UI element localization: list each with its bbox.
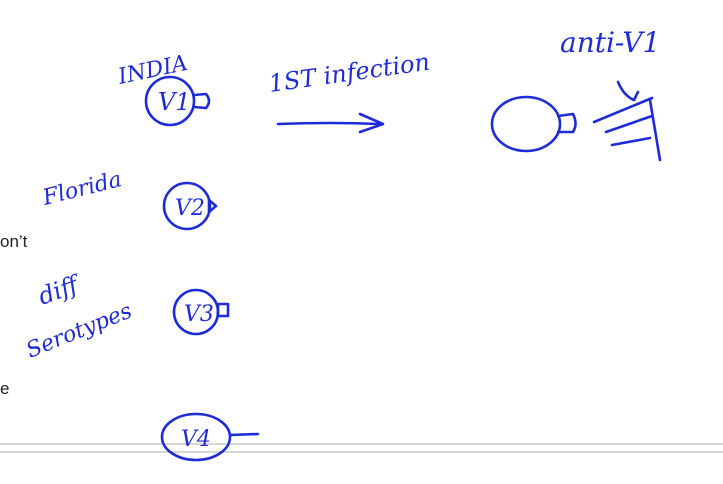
virus-v1: V1 xyxy=(144,75,211,127)
label-v2: V2 xyxy=(175,196,205,221)
cut-off-text-1: on’t xyxy=(0,232,28,251)
label-serotypes: Serotypes xyxy=(23,299,136,364)
curved-arrow xyxy=(616,80,640,102)
label-infection: 1ST infection xyxy=(267,48,432,98)
virus-v4: V4 xyxy=(160,412,260,462)
label-v3: V3 xyxy=(184,302,214,327)
arrow-shaft xyxy=(276,121,382,126)
label-v4: V4 xyxy=(181,427,211,452)
virus-v2: V2 xyxy=(162,181,218,231)
infection-arrow-group: 1ST infection xyxy=(267,48,432,134)
label-florida: Florida xyxy=(39,167,124,211)
label-anti-v1: anti-V1 xyxy=(560,26,660,59)
arrow-head xyxy=(358,112,385,134)
virus-with-antibody xyxy=(490,80,662,162)
label-diff: diff xyxy=(34,269,85,310)
label-v1: V1 xyxy=(158,88,191,116)
virus-v3: V3 xyxy=(172,288,230,336)
cut-off-text-2: e xyxy=(0,379,10,398)
